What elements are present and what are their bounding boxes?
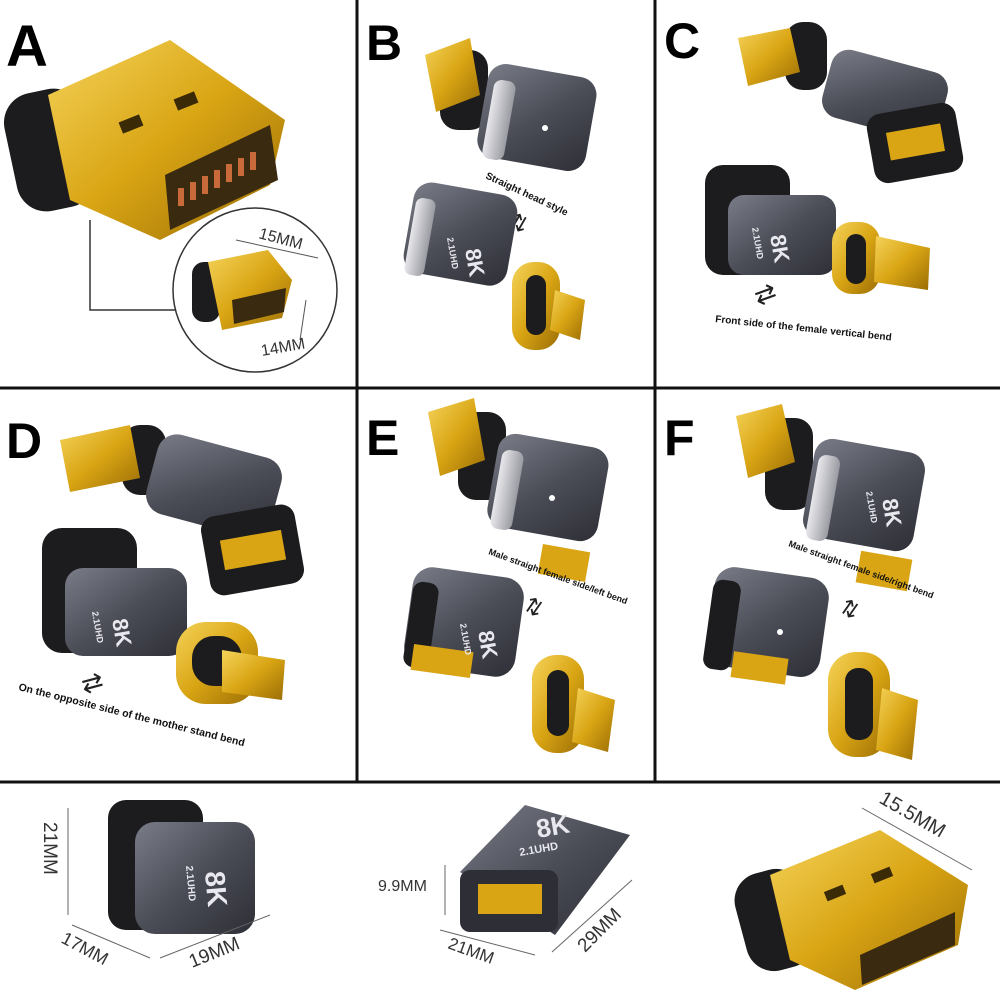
f-female-adapter-2 <box>703 567 829 685</box>
e-badge-8k: 8K <box>473 629 503 661</box>
dim-bend-height: 21MM <box>39 822 60 875</box>
b-female-adapter <box>477 64 597 171</box>
c-badge-8k: 8K <box>765 233 795 265</box>
bottom-dimensions: 8K 2.1UHD 21MM 17MM 19MM 8K 2.1UHD 9.9MM… <box>39 787 973 990</box>
e-female-adapter-2: 8K 2.1UHD <box>403 567 524 679</box>
b-male-plug-2 <box>512 262 585 350</box>
panel-d-letter: D <box>6 413 42 469</box>
panel-c-letter: C <box>664 13 700 69</box>
bottom-straight-badge-8k: 8K <box>534 809 572 844</box>
b-female-adapter-2: 8K 2.1UHD <box>403 182 518 286</box>
panel-b: B Straight head style ⇅ 8K 2.1UHD <box>366 15 597 350</box>
c-bend-adapter-2: 8K 2.1UHD <box>705 165 836 275</box>
c-male-plug <box>738 22 827 90</box>
dim-straight-width: 21MM <box>446 934 497 968</box>
bottom-bend-badge-8k: 8K <box>199 870 233 908</box>
e-female-adapter <box>487 433 609 582</box>
panel-a-letter: A <box>6 14 48 79</box>
panel-f: F 8K 2.1UHD Male straight female side/ri… <box>664 404 935 760</box>
panel-a: A 15MM 14MM <box>3 14 338 373</box>
grid-lines <box>0 0 1000 784</box>
b-male-plug <box>425 38 488 130</box>
dim-straight-length: 29MM <box>574 904 626 956</box>
d-male-plug-2 <box>176 622 285 704</box>
panel-c-caption: Front side of the female vertical bend <box>715 314 892 343</box>
plug-dims <box>734 807 973 990</box>
d-bend-adapter <box>146 434 304 596</box>
panel-e-letter: E <box>366 410 399 466</box>
e-male-plug-2 <box>532 655 615 753</box>
d-swap-arrows: ⇄ <box>78 665 107 700</box>
c-male-plug-2 <box>832 222 930 294</box>
panel-f-letter: F <box>664 410 695 466</box>
f-swap-arrows: ⇅ <box>835 594 864 625</box>
callout-line <box>89 220 185 311</box>
f-badge-8k: 8K <box>877 497 907 529</box>
c-swap-arrows: ⇄ <box>750 276 781 312</box>
b-badge-8k: 8K <box>460 247 490 279</box>
straight-adapter-dims: 8K 2.1UHD <box>439 805 633 956</box>
panel-d: D 8K 2.1UHD ⇄ On the opposite side of th… <box>6 413 304 749</box>
bend-adapter-dims: 8K 2.1UHD <box>67 800 271 959</box>
d-badge-8k: 8K <box>107 617 137 649</box>
panel-c: C 8K 2.1UHD ⇄ Front side of the female v… <box>664 13 964 344</box>
callout-circle <box>172 207 338 373</box>
bottom-bend-badge-uhd: 2.1UHD <box>183 865 197 901</box>
f-male-plug <box>736 404 813 510</box>
panel-e: E Male straight female side/left bend ⇅ … <box>366 398 629 753</box>
c-bend-adapter <box>822 49 964 184</box>
f-female-adapter: 8K 2.1UHD <box>803 438 925 592</box>
dim-straight-height: 9.9MM <box>378 878 427 895</box>
panel-b-letter: B <box>366 15 402 71</box>
f-male-plug-2 <box>828 652 918 760</box>
d-bend-adapter-2: 8K 2.1UHD <box>42 528 187 656</box>
dim-bend-depth: 17MM <box>58 928 112 969</box>
dim-bend-width: 19MM <box>186 933 243 972</box>
hdmi-plug-large <box>3 40 285 240</box>
